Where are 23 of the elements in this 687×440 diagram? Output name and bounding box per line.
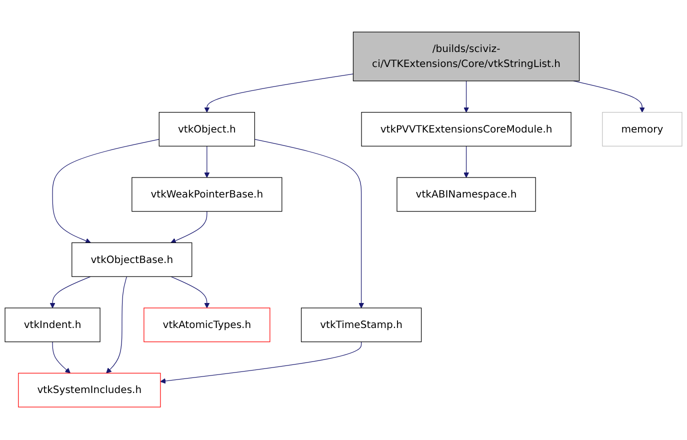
arrow	[204, 146, 210, 178]
node-box: vtkAtomicTypes.h	[144, 308, 270, 343]
arrow	[50, 276, 91, 309]
node-box: memory	[602, 112, 682, 147]
node-box: vtkObject.h	[158, 112, 255, 147]
arrow	[170, 276, 210, 309]
arrow	[170, 212, 208, 244]
arrow	[254, 139, 364, 309]
arrow	[106, 276, 128, 374]
node-box: vtkABINamespace.h	[396, 178, 536, 212]
node-box: vtkIndent.h	[4, 308, 100, 343]
arrow	[160, 342, 362, 384]
node-box: vtkSystemIncludes.h	[18, 373, 161, 408]
arrow	[52, 342, 71, 374]
node-box: vtkObjectBase.h	[72, 242, 192, 278]
node-box: vtkTimeStamp.h	[300, 308, 422, 343]
arrow	[52, 139, 160, 244]
arrow	[464, 146, 470, 178]
node-box: /builds/sciviz-ci/VTKExtensions/Core/vtkStringList.h	[352, 32, 580, 82]
node-box: vtkPVVTKExtensionsCoreModule.h	[361, 112, 572, 147]
arrow	[464, 81, 470, 113]
node-box: vtkWeakPointerBase.h	[132, 178, 282, 212]
arrow	[204, 74, 354, 113]
